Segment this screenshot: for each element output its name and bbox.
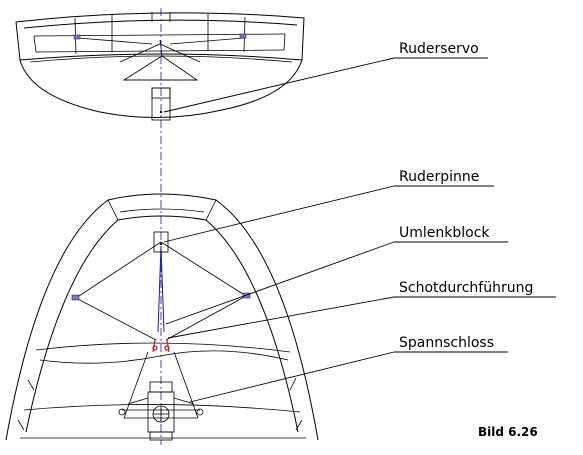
leader-lines (163, 57, 556, 403)
label-spannschloss: Spannschloss (399, 335, 494, 351)
figure-caption: Bild 6.26 (478, 425, 538, 439)
cockpit-section-drawing (5, 193, 319, 441)
label-umlenkblock: Umlenkblock (399, 225, 490, 241)
stern-section-drawing (15, 12, 305, 121)
label-ruderservo: Ruderservo (399, 41, 479, 57)
label-ruderpinne: Ruderpinne (399, 169, 479, 185)
label-schotdurchfuehrung: Schotdurchführung (399, 280, 533, 296)
